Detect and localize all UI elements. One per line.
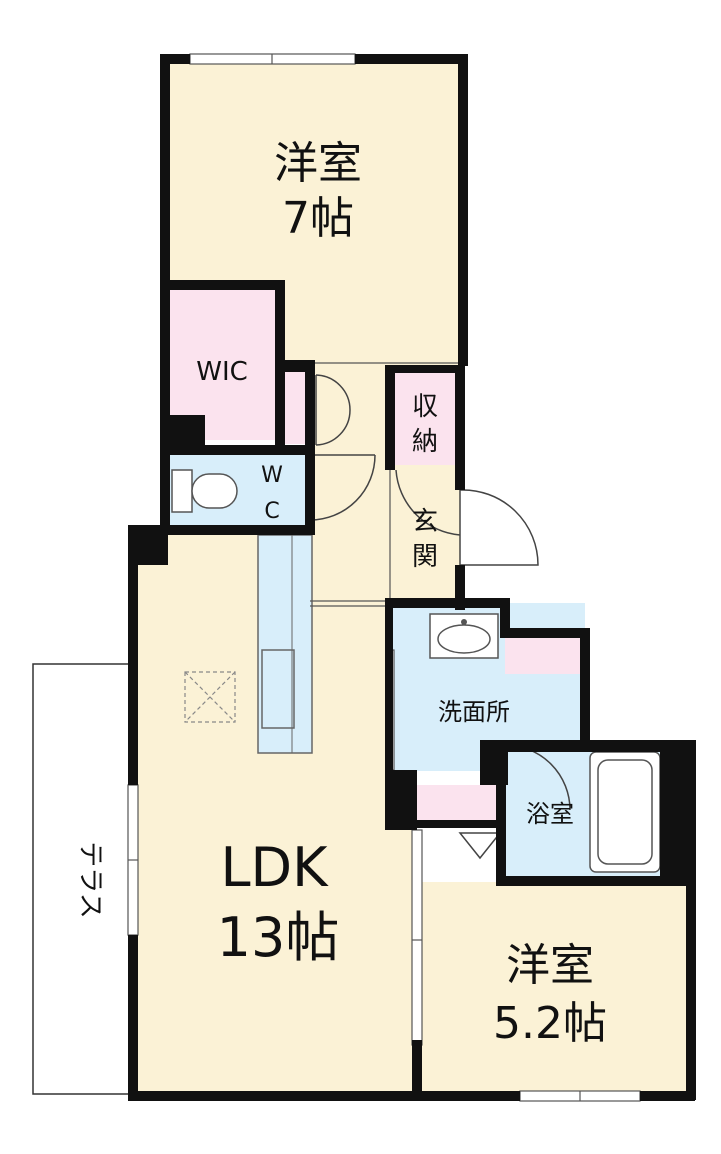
storage-label-2: 納 (412, 427, 438, 457)
washbasin-icon (429, 613, 499, 659)
bedroom-south-name: 洋室 (506, 940, 594, 991)
terrace-label: テラス (75, 841, 105, 918)
closet-bottom (416, 785, 502, 821)
ldk-name: LDK (220, 836, 329, 899)
washroom-label: 洗面所 (438, 698, 510, 726)
wc-label-1: W (261, 463, 283, 488)
entrance-label-2: 関 (412, 542, 438, 572)
storage-label-1: 収 (412, 392, 438, 422)
toilet-icon (171, 469, 238, 513)
entrance-label-1: 玄 (412, 507, 438, 537)
kitchen-sink (261, 649, 295, 729)
kitchen-counter (257, 534, 313, 754)
wic-label: WIC (196, 357, 248, 387)
ceiling-vent-icon (184, 671, 236, 723)
walls (128, 54, 696, 1101)
bedroom-north-name: 洋室 (274, 138, 362, 189)
storage (390, 370, 460, 465)
bedroom-south (416, 882, 690, 1095)
bedroom-south-size: 5.2帖 (493, 998, 607, 1049)
washroom-shelf (505, 638, 580, 674)
ldk-size: 13帖 (217, 906, 340, 969)
bedroom-north-size: 7帖 (282, 193, 354, 244)
terrace (32, 663, 133, 1095)
wc-label-2: C (264, 499, 279, 524)
bathroom-label: 浴室 (526, 800, 574, 828)
bathtub-icon (589, 751, 661, 873)
